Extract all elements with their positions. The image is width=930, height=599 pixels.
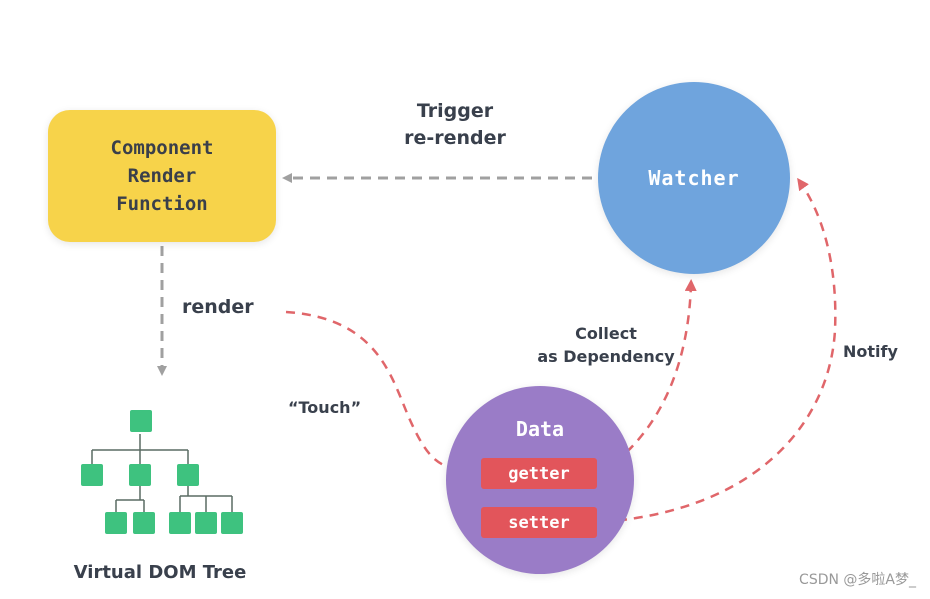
data-label: Data [515, 417, 565, 441]
virtual-dom-tree-icon [91, 434, 233, 512]
notify-label: Notify [843, 342, 898, 361]
tree-cubes [81, 410, 243, 534]
getter-pill: getter [481, 458, 597, 489]
component-render-function-node: Component Render Function [48, 110, 276, 242]
data-node: Data getter setter [446, 386, 634, 574]
notify-arrow [601, 177, 837, 524]
watcher-label: Watcher [648, 166, 740, 190]
touch-label: “Touch” [288, 398, 362, 417]
setter-pill: setter [481, 507, 597, 538]
watermark: CSDN @多啦A梦_ [799, 572, 916, 588]
virtual-dom-tree-label: Virtual DOM Tree [73, 562, 247, 583]
collect-dependency-label: Collect as Dependency [537, 324, 675, 366]
touch-arrow [285, 310, 477, 476]
render-label: render [182, 296, 254, 318]
trigger-rerender-label: Trigger re-render [404, 100, 506, 149]
watcher-node: Watcher [598, 82, 790, 274]
render-function-label: Component Render Function [110, 137, 214, 215]
